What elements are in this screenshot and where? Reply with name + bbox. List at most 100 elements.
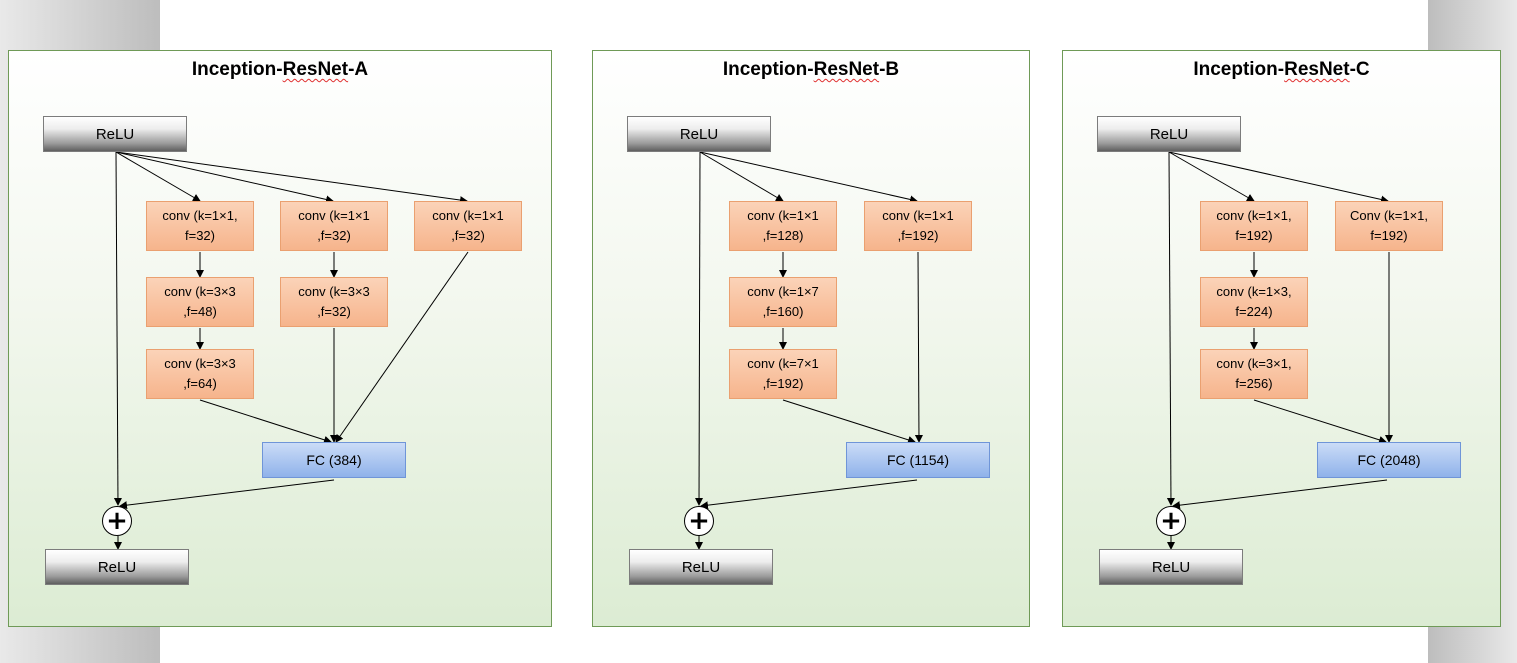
fc-label: FC (384) [306, 452, 362, 468]
conv-box: Conv (k=1×1, f=192) [1335, 201, 1443, 251]
conv-label-line2: ,f=32) [451, 228, 485, 243]
title-spellcheck-word: ResNet [813, 59, 880, 80]
arrow-relu-to-branch1 [115, 151, 201, 202]
panel-inception-resnet-a: Inception-ResNet-A ReLU conv (k=1×1,f=32… [8, 50, 552, 627]
conv-label-line1: conv (k=3×3 [298, 284, 370, 299]
circled-plus-icon: + [102, 506, 132, 536]
connection-arrows [113, 151, 469, 550]
arrow-fc-to-sum [1172, 479, 1388, 510]
arrow-relu-to-branch2 [115, 151, 334, 204]
arrow-relu-to-branch1 [1168, 151, 1255, 202]
conv-box: conv (k=1×1 ,f=192) [864, 201, 972, 251]
conv-label-line2: ,f=64) [183, 376, 217, 391]
conv-label-line2: ,f=128) [762, 228, 804, 243]
conv-label-line1: conv (k=1×7 [747, 284, 819, 299]
conv-label-line2: f=224) [1235, 304, 1273, 319]
title-prefix: Inception- [722, 59, 814, 80]
fc-box: FC (1154) [846, 442, 990, 478]
panel-title: Inception-ResNet-A [9, 59, 551, 81]
arrow-shortcut [113, 151, 122, 506]
fc-label: FC (2048) [1357, 452, 1421, 468]
title-prefix: Inception- [191, 59, 283, 80]
plus-symbol: + [106, 506, 128, 536]
relu-label: ReLU [679, 125, 719, 143]
panel-inception-resnet-c: Inception-ResNet-C ReLU conv (k=1×1, f=19… [1062, 50, 1501, 627]
relu-label: ReLU [1149, 125, 1189, 143]
conv-label-line1: conv (k=3×3 [164, 356, 236, 371]
conv-label-line2: ,f=192) [897, 228, 939, 243]
conv-label-line1: conv (k=7×1 [747, 356, 819, 371]
relu-output-box: ReLU [1099, 549, 1243, 585]
relu-label: ReLU [97, 558, 137, 576]
relu-label: ReLU [1151, 558, 1191, 576]
conv-box: conv (k=3×3 ,f=32) [280, 277, 388, 327]
title-prefix: Inception- [1193, 59, 1285, 80]
arrow-relu-to-branch2 [699, 151, 918, 204]
relu-input-box: ReLU [1097, 116, 1241, 152]
relu-output-box: ReLU [629, 549, 773, 585]
connection-arrows [1166, 151, 1393, 550]
conv-label-line2: ,f=48) [183, 304, 217, 319]
conv-label-line1: Conv (k=1×1, [1349, 208, 1429, 223]
arrow-fc-to-sum [700, 479, 918, 510]
conv-box: conv (k=1×1, f=192) [1200, 201, 1308, 251]
conv-box: conv (k=3×3 ,f=64) [146, 349, 254, 399]
title-suffix: -A [348, 59, 369, 80]
conv-label-line2: f=192) [1370, 228, 1408, 243]
conv-label-line2: ,f=160) [762, 304, 804, 319]
panel-title: Inception-ResNet-C [1063, 59, 1500, 81]
arrow-b1-to-fc [199, 399, 332, 444]
fc-box: FC (384) [262, 442, 406, 478]
arrow-relu-to-branch3 [115, 151, 468, 204]
conv-box: conv (k=1×1, f=32) [146, 201, 254, 251]
conv-label-line1: conv (k=1×1 [882, 208, 954, 223]
conv-box: conv (k=1×1 ,f=32) [280, 201, 388, 251]
arrow-b3-to-fc [335, 251, 469, 443]
conv-box: conv (k=7×1 ,f=192) [729, 349, 837, 399]
title-spellcheck-word: ResNet [1284, 59, 1350, 80]
title-suffix: -B [879, 59, 900, 80]
arrow-fc-to-sum [119, 479, 335, 510]
relu-input-box: ReLU [43, 116, 187, 152]
conv-label-line2: f=256) [1235, 376, 1273, 391]
fc-label: FC (1154) [887, 452, 949, 468]
conv-label-line2: f=32) [185, 228, 215, 243]
conv-label-line2: f=192) [1235, 228, 1273, 243]
arrow-shortcut [695, 151, 704, 506]
relu-label: ReLU [681, 558, 721, 576]
conv-label-line2: ,f=32) [317, 228, 351, 243]
relu-output-box: ReLU [45, 549, 189, 585]
conv-label-line1: conv (k=1×1, [162, 208, 238, 223]
conv-box: conv (k=1×1 ,f=32) [414, 201, 522, 251]
conv-box: conv (k=3×3 ,f=48) [146, 277, 254, 327]
conv-box: conv (k=1×1 ,f=128) [729, 201, 837, 251]
arrow-b1-to-fc [782, 399, 916, 444]
plus-symbol: + [1160, 506, 1182, 536]
panel-inception-resnet-b: Inception-ResNet-B ReLU conv (k=1×1 ,f=12… [592, 50, 1030, 627]
circled-plus-icon: + [684, 506, 714, 536]
conv-label-line2: ,f=192) [762, 376, 804, 391]
conv-label-line1: conv (k=1×3, [1216, 284, 1292, 299]
conv-label-line1: conv (k=1×1 [298, 208, 370, 223]
plus-symbol: + [688, 506, 710, 536]
panel-title: Inception-ResNet-B [593, 59, 1029, 81]
conv-label-line1: conv (k=1×1 [747, 208, 819, 223]
conv-box: conv (k=3×1, f=256) [1200, 349, 1308, 399]
conv-label-line2: ,f=32) [317, 304, 351, 319]
arrow-b2-to-fc [914, 251, 923, 443]
conv-label-line1: conv (k=1×1 [432, 208, 504, 223]
arrow-b1-to-fc [1253, 399, 1387, 444]
relu-label: ReLU [95, 125, 135, 143]
arrow-relu-to-branch2 [1168, 151, 1389, 204]
conv-label-line1: conv (k=1×1, [1216, 208, 1292, 223]
circled-plus-icon: + [1156, 506, 1186, 536]
arrow-shortcut [1166, 151, 1175, 506]
conv-label-line1: conv (k=3×1, [1216, 356, 1292, 371]
fc-box: FC (2048) [1317, 442, 1461, 478]
conv-box: conv (k=1×7 ,f=160) [729, 277, 837, 327]
title-suffix: -C [1349, 59, 1370, 80]
title-spellcheck-word: ResNet [282, 59, 349, 80]
conv-label-line1: conv (k=3×3 [164, 284, 236, 299]
relu-input-box: ReLU [627, 116, 771, 152]
conv-box: conv (k=1×3, f=224) [1200, 277, 1308, 327]
